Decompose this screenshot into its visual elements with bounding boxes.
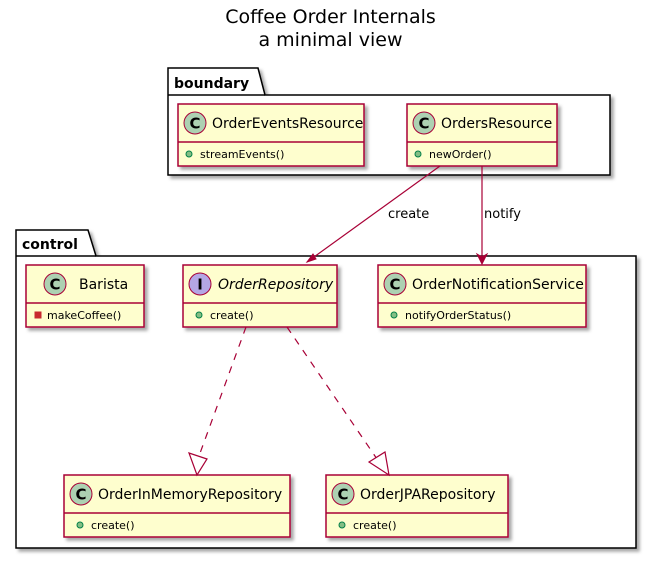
edge-notify: notify <box>475 166 521 266</box>
edge-label-create: create <box>388 207 429 222</box>
package-label-control: control <box>22 237 78 253</box>
edge-label-notify: notify <box>484 207 521 222</box>
class-stereotype-icon <box>383 272 407 296</box>
public-visibility-icon <box>76 521 84 529</box>
public-visibility-icon <box>338 521 346 529</box>
class-member: makeCoffee() <box>47 309 121 322</box>
class-kind-letter: C <box>75 486 86 504</box>
class-orders-resource[interactable]: C OrdersResource newOrder() <box>406 103 558 167</box>
realization-arrow-head <box>188 452 208 477</box>
class-stereotype-icon <box>183 111 207 135</box>
class-name: OrderJPARepository <box>360 487 495 503</box>
class-order-notification-service[interactable]: C OrderNotificationService notifyOrderSt… <box>377 264 587 328</box>
class-stereotype-icon <box>69 482 93 506</box>
diagram-title: Coffee Order Internals <box>225 6 436 28</box>
class-name: OrderRepository <box>218 277 334 293</box>
class-kind-letter: C <box>49 276 60 294</box>
class-name: OrderNotificationService <box>412 277 584 293</box>
public-visibility-icon <box>414 150 422 158</box>
arrow-head <box>305 253 317 263</box>
class-name: OrderEventsResource <box>212 116 363 132</box>
class-barista[interactable]: C Barista makeCoffee() <box>25 264 145 328</box>
class-kind-letter: C <box>389 276 400 294</box>
class-kind-letter: C <box>337 486 348 504</box>
realization-arrow-head <box>367 451 390 477</box>
public-visibility-icon <box>185 150 193 158</box>
class-kind-letter: C <box>418 115 429 133</box>
interface-stereotype-icon <box>188 272 212 296</box>
class-member: streamEvents() <box>200 148 284 161</box>
class-stereotype-icon <box>412 111 436 135</box>
arrow-head <box>475 252 489 266</box>
public-visibility-icon <box>195 311 203 319</box>
class-kind-letter: C <box>189 115 200 133</box>
edge-realization-in-memory <box>188 326 247 477</box>
class-kind-letter: I <box>197 276 203 294</box>
public-visibility-icon <box>390 311 398 319</box>
private-visibility-icon <box>34 311 42 319</box>
edge-create: create <box>305 165 441 263</box>
class-stereotype-icon <box>331 482 355 506</box>
interface-order-repository[interactable]: I OrderRepository create() <box>182 264 338 328</box>
diagram-subtitle: a minimal view <box>258 29 403 51</box>
class-member: create() <box>210 309 254 322</box>
class-member: newOrder() <box>429 148 492 161</box>
class-order-jpa-repository[interactable]: C OrderJPARepository create() <box>325 474 509 538</box>
class-member: create() <box>91 519 135 532</box>
class-name: OrderInMemoryRepository <box>98 487 282 503</box>
class-name: Barista <box>79 277 128 293</box>
class-stereotype-icon <box>43 272 67 296</box>
class-member: create() <box>353 519 397 532</box>
edge-realization-jpa <box>286 326 390 477</box>
package-label-boundary: boundary <box>174 76 249 92</box>
class-order-in-memory-repository[interactable]: C OrderInMemoryRepository create() <box>63 474 291 538</box>
class-order-events-resource[interactable]: C OrderEventsResource streamEvents() <box>177 103 365 167</box>
class-name: OrdersResource <box>441 116 552 132</box>
class-member: notifyOrderStatus() <box>405 309 511 322</box>
